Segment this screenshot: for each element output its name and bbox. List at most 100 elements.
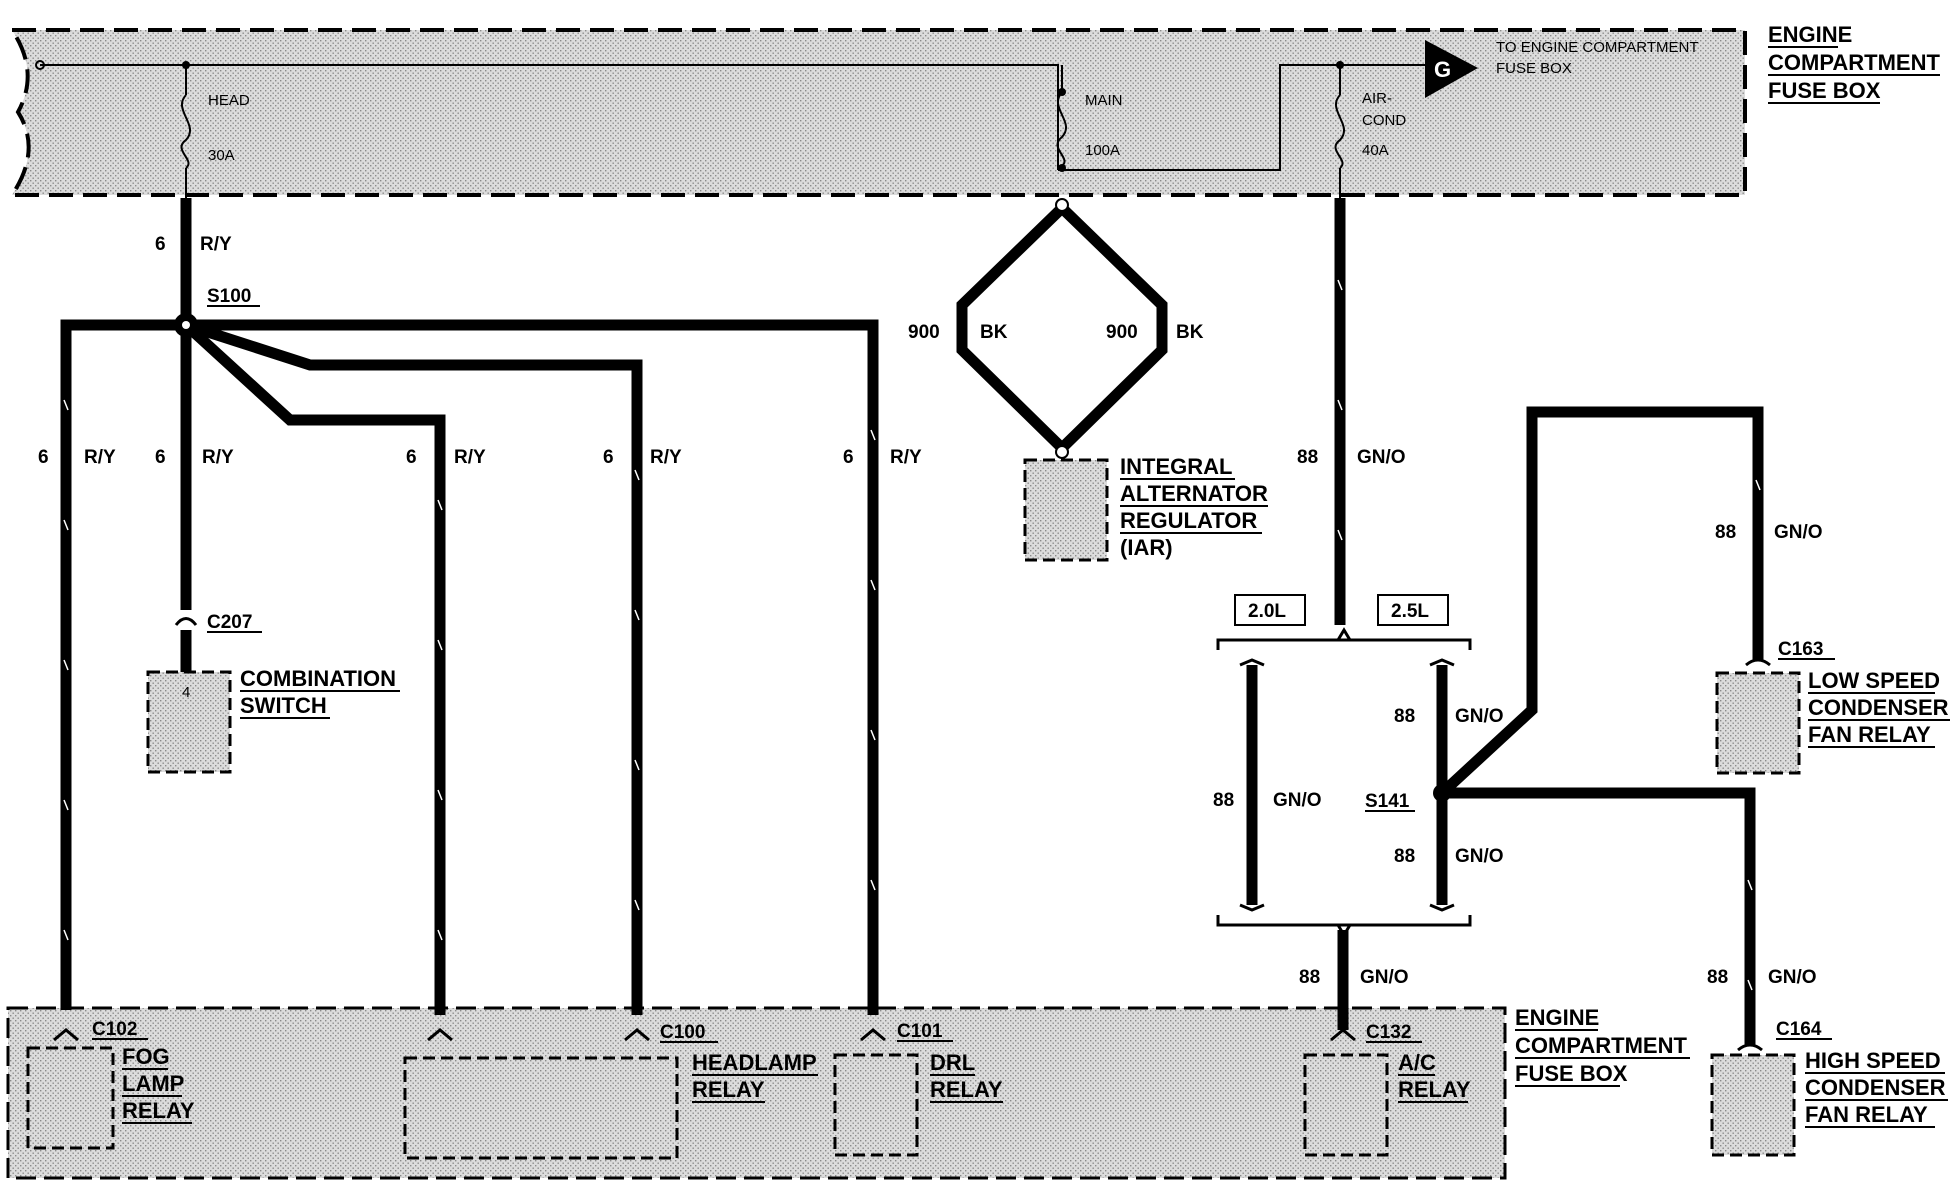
svg-text:R/Y: R/Y: [890, 447, 922, 468]
svg-text:6: 6: [38, 447, 49, 468]
splice-s100: S100: [174, 286, 260, 337]
svg-text:GN/O: GN/O: [1357, 447, 1406, 468]
svg-text:R/Y: R/Y: [200, 234, 232, 255]
svg-text:GN/O: GN/O: [1455, 706, 1504, 727]
svg-text:88: 88: [1299, 967, 1320, 988]
svg-text:LAMP: LAMP: [122, 1071, 184, 1096]
svg-text:G: G: [1434, 57, 1451, 82]
svg-text:ENGINE: ENGINE: [1515, 1005, 1599, 1030]
svg-text:2.0L: 2.0L: [1248, 601, 1286, 622]
svg-text:FUSE BOX: FUSE BOX: [1496, 60, 1572, 77]
fuse-aircond: AIR- COND 40A: [1334, 61, 1406, 198]
svg-text:ALTERNATOR: ALTERNATOR: [1120, 481, 1268, 506]
svg-text:AIR-: AIR-: [1362, 90, 1392, 107]
bottom-fuse-box-label: ENGINE COMPARTMENT FUSE BOX: [1515, 1005, 1690, 1087]
wires: [60, 198, 1764, 1045]
svg-text:C101: C101: [897, 1021, 943, 1042]
svg-text:FOG: FOG: [122, 1044, 170, 1069]
ac-relay: A/C RELAY: [1303, 1028, 1471, 1157]
integral-alternator-regulator: INTEGRAL ALTERNATOR REGULATOR (IAR): [1023, 454, 1268, 562]
svg-text:88: 88: [1394, 706, 1415, 727]
svg-text:COND: COND: [1362, 112, 1406, 129]
svg-text:BK: BK: [1176, 322, 1204, 343]
svg-text:RELAY: RELAY: [930, 1077, 1003, 1102]
svg-text:FUSE BOX: FUSE BOX: [1515, 1061, 1628, 1086]
connector-c101: C101: [897, 1021, 953, 1042]
svg-text:HIGH SPEED: HIGH SPEED: [1805, 1048, 1941, 1073]
svg-text:GN/O: GN/O: [1768, 967, 1817, 988]
svg-text:S141: S141: [1365, 791, 1410, 812]
wire-fog-lamp: [60, 319, 186, 1010]
connector-c102: C102: [92, 1019, 148, 1040]
svg-text:LOW SPEED: LOW SPEED: [1808, 668, 1940, 693]
svg-text:C164: C164: [1776, 1019, 1822, 1040]
svg-text:INTEGRAL: INTEGRAL: [1120, 454, 1232, 479]
headlamp-relay: HEADLAMP RELAY: [403, 1028, 818, 1160]
svg-text:FUSE BOX: FUSE BOX: [1768, 78, 1881, 103]
svg-text:RELAY: RELAY: [1398, 1077, 1471, 1102]
svg-text:RELAY: RELAY: [692, 1077, 765, 1102]
top-fuse-box-label: ENGINE COMPARTMENT FUSE BOX: [1768, 22, 1940, 104]
svg-text:88: 88: [1715, 522, 1736, 543]
svg-text:6: 6: [155, 447, 166, 468]
connector-g-arrow: G TO ENGINE COMPARTMENT FUSE BOX: [1425, 39, 1699, 98]
svg-text:100A: 100A: [1085, 142, 1120, 159]
svg-text:TO ENGINE COMPARTMENT: TO ENGINE COMPARTMENT: [1496, 39, 1699, 56]
svg-text:C132: C132: [1366, 1022, 1411, 1043]
svg-text:DRL: DRL: [930, 1050, 975, 1075]
svg-text:88: 88: [1297, 447, 1318, 468]
engine-option-brackets: [1216, 627, 1472, 938]
svg-text:88: 88: [1707, 967, 1728, 988]
wire-headlamp-b: [184, 319, 643, 1015]
svg-text:R/Y: R/Y: [202, 447, 234, 468]
svg-text:R/Y: R/Y: [84, 447, 116, 468]
svg-text:MAIN: MAIN: [1085, 92, 1123, 109]
fog-lamp-relay: FOG LAMP RELAY: [26, 1028, 195, 1150]
svg-text:COMPARTMENT: COMPARTMENT: [1515, 1033, 1687, 1058]
svg-text:900: 900: [908, 322, 940, 343]
svg-text:900: 900: [1106, 322, 1138, 343]
svg-text:HEADLAMP: HEADLAMP: [692, 1050, 817, 1075]
svg-text:30A: 30A: [208, 147, 235, 164]
fuse-head: HEAD 30A: [180, 61, 250, 198]
svg-text:C100: C100: [660, 1022, 705, 1043]
svg-text:ENGINE: ENGINE: [1768, 22, 1852, 47]
svg-text:88: 88: [1213, 790, 1234, 811]
wire-labels: 6 R/Y 6 R/Y 6 R/Y 6 R/Y 6 R/Y 6 R/Y 900 …: [38, 234, 1823, 988]
svg-text:FAN RELAY: FAN RELAY: [1805, 1102, 1928, 1127]
svg-text:2.5L: 2.5L: [1391, 601, 1429, 622]
svg-text:GN/O: GN/O: [1774, 522, 1823, 543]
connector-c163: C163: [1778, 639, 1835, 660]
connector-c100: C100: [660, 1022, 718, 1043]
svg-text:S100: S100: [207, 286, 251, 307]
fuse-main: MAIN 100A: [1056, 65, 1123, 172]
engine-option-2-5l: 2.5L: [1377, 594, 1449, 626]
drl-relay: DRL RELAY: [833, 1028, 1003, 1157]
svg-text:R/Y: R/Y: [650, 447, 682, 468]
engine-option-2-0l: 2.0L: [1234, 594, 1306, 626]
svg-text:C102: C102: [92, 1019, 137, 1040]
connector-c207: C207: [207, 612, 262, 633]
svg-text:RELAY: RELAY: [122, 1098, 195, 1123]
svg-text:C163: C163: [1778, 639, 1823, 660]
svg-text:HEAD: HEAD: [208, 92, 250, 109]
wire-high-speed: [1442, 787, 1756, 1045]
svg-text:6: 6: [843, 447, 854, 468]
low-speed-condenser-fan-relay: LOW SPEED CONDENSER FAN RELAY: [1715, 658, 1950, 775]
svg-text:CONDENSER: CONDENSER: [1805, 1075, 1946, 1100]
svg-text:A/C: A/C: [1398, 1050, 1436, 1075]
svg-text:6: 6: [155, 234, 166, 255]
combination-switch: 4 COMBINATION SWITCH: [146, 617, 400, 774]
svg-text:6: 6: [603, 447, 614, 468]
svg-text:CONDENSER: CONDENSER: [1808, 695, 1949, 720]
wire-headlamp-a: [182, 320, 446, 1015]
svg-text:4: 4: [182, 684, 190, 701]
svg-text:GN/O: GN/O: [1273, 790, 1322, 811]
wire-drl: [186, 319, 879, 1015]
svg-text:SWITCH: SWITCH: [240, 693, 327, 718]
svg-text:REGULATOR: REGULATOR: [1120, 508, 1257, 533]
connector-c164: C164: [1776, 1019, 1832, 1040]
bottom-fuse-box: [6, 1006, 1507, 1180]
svg-text:FAN RELAY: FAN RELAY: [1808, 722, 1931, 747]
